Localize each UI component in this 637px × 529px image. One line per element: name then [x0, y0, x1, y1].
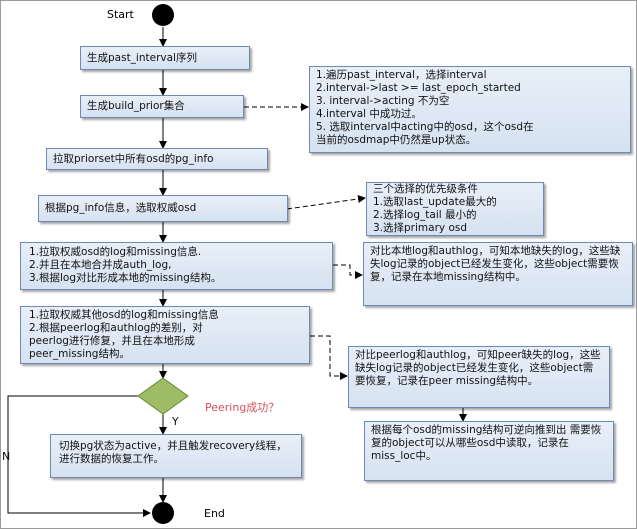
step-line: 3.根据log对比形成本地的missing结构。: [29, 272, 222, 284]
note-local-missing: 对比本地log和authlog，可知本地缺失的log，这些缺失log记录的obj…: [363, 242, 633, 306]
note-priority-conditions: 三个选择的优先级条件 1.选取last_update最大的 2.选择log_ta…: [366, 182, 544, 236]
note-line: 3.选择primary osd: [373, 222, 468, 234]
step-text: 根据pg_info信息，选取权威osd: [45, 202, 197, 214]
step-fetch-auth-log: 1.拉取权威osd的log和missing信息. 2.并且在本地合并成auth_…: [20, 242, 333, 290]
note-connector-n3: [333, 264, 363, 279]
note-connector-n2: [286, 195, 366, 210]
step-choose-authoritative-osd: 根据pg_info信息，选取权威osd: [38, 195, 288, 222]
step-line: 1.拉取权威其他osd的log和missing信息: [29, 309, 219, 321]
step-fetch-peer-logs: 1.拉取权威其他osd的log和missing信息 2.根据peerlog和au…: [20, 306, 310, 364]
note-line: 4.interval 中成功过。: [316, 108, 422, 120]
step-line: 2.并且在本地合并成auth_log,: [29, 259, 172, 271]
decision-yes-label: Y: [172, 415, 179, 428]
note-line: 当前的osdmap中仍然是up状态。: [316, 134, 477, 146]
note-line: 5. 选取interval中acting中的osd，这个osd在: [316, 121, 534, 133]
note-line: 三个选择的优先级条件: [373, 183, 478, 195]
end-node: [152, 502, 174, 524]
note-line: 2.interval->last >= last_epoch_started: [316, 82, 521, 94]
end-label: End: [204, 507, 225, 520]
start-node: [152, 4, 174, 26]
step-build-prior: 生成build_prior集合: [80, 95, 244, 118]
note-peer-missing: 对比peerlog和authlog，可知peer缺失的log，这些缺失log记录…: [348, 346, 610, 408]
start-label: Start: [107, 8, 134, 21]
step-line: peer_missing结构。: [29, 348, 130, 360]
step-text: 生成past_interval序列: [87, 51, 197, 64]
note-line: 1.选取last_update最大的: [373, 196, 497, 208]
step-text: 拉取priorset中所有osd的pg_info: [53, 152, 214, 165]
decision-no-label: N: [2, 450, 11, 463]
note-line: 1.遍历past_interval，选择interval: [316, 69, 487, 81]
step-fetch-pg-info: 拉取priorset中所有osd的pg_info: [46, 148, 268, 170]
step-text: 切换pg状态为active，并且触发recovery线程，进行数据的恢复工作。: [59, 440, 287, 465]
step-activate-recovery: 切换pg状态为active，并且触发recovery线程，进行数据的恢复工作。: [50, 434, 302, 478]
decision-diamond: [137, 377, 189, 415]
step-line: peerlog进行修复，并且在本地形成: [29, 335, 195, 347]
step-text: 生成build_prior集合: [87, 100, 185, 112]
note-connector-n4: [310, 335, 348, 380]
flow-arrow-decision-no: [7, 395, 151, 517]
note-line: 3. interval->acting 不为空: [316, 95, 450, 107]
note-text: 对比本地log和authlog，可知本地缺失的log，这些缺失log记录的obj…: [370, 245, 621, 283]
note-text: 根据每个osd的missing结构可逆向推到出 需要恢复的object可以从哪些…: [371, 424, 602, 462]
note-miss-loc: 根据每个osd的missing结构可逆向推到出 需要恢复的object可以从哪些…: [364, 421, 614, 481]
note-line: 2.选择log_tail 最小的: [373, 209, 477, 221]
note-interval-selection: 1.遍历past_interval，选择interval 2.interval-…: [309, 66, 631, 153]
step-generate-past-interval: 生成past_interval序列: [80, 46, 250, 70]
decision-question: Peering成功？: [205, 401, 280, 414]
step-line: 2.根据peerlog和authlog的差别，对: [29, 322, 203, 334]
note-text: 对比peerlog和authlog，可知peer缺失的log，这些缺失log记录…: [355, 349, 601, 387]
step-line: 1.拉取权威osd的log和missing信息.: [29, 246, 202, 258]
